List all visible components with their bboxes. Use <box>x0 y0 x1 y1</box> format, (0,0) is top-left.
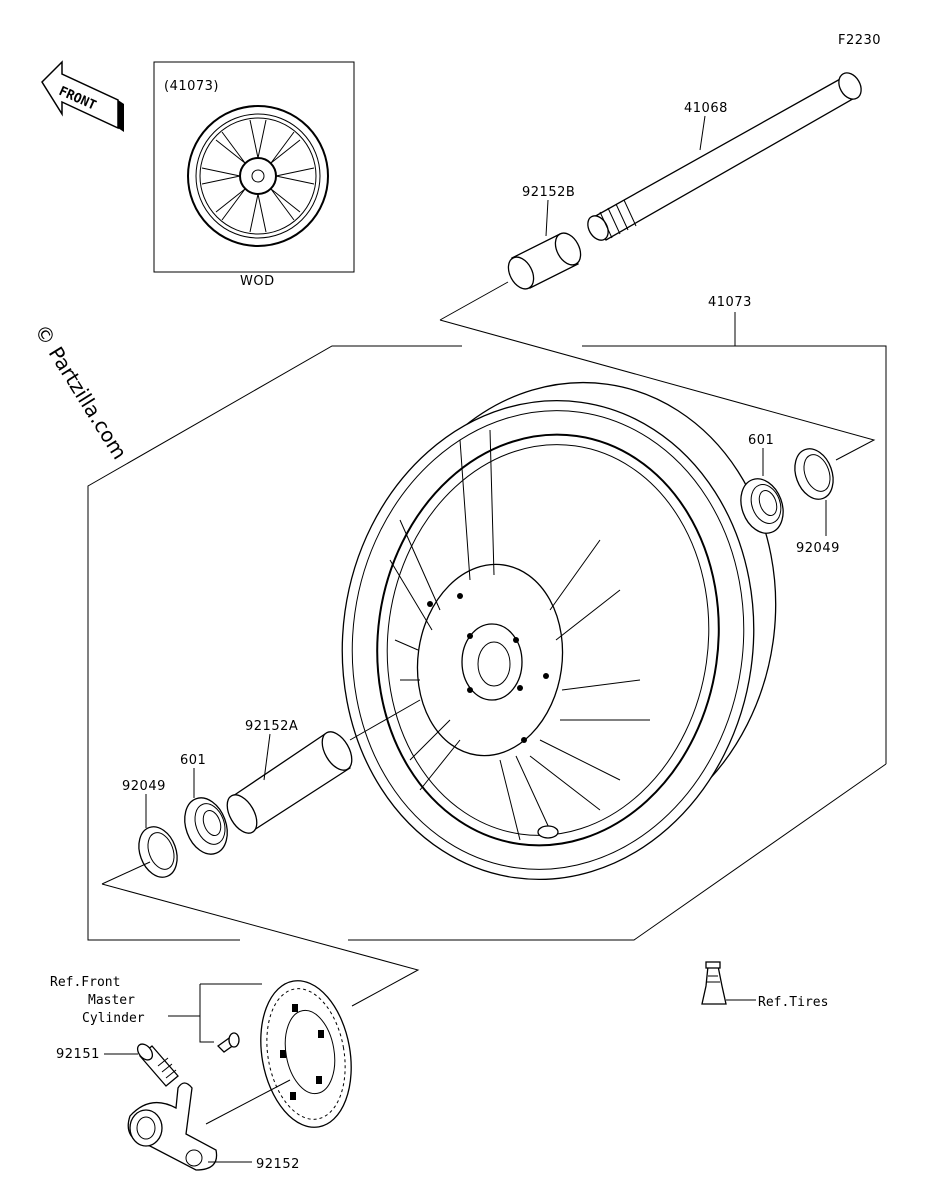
callout-seal-left: 92049 <box>122 779 166 794</box>
inset-box: (41073) WOD <box>153 61 355 289</box>
inset-caption: WOD <box>240 274 275 289</box>
collar-a-part <box>226 731 353 834</box>
inset-ref: (41073) <box>164 79 219 94</box>
bearing-right-part <box>740 478 784 534</box>
collar-b-part <box>507 232 582 290</box>
ref-master-line2: Master <box>88 993 135 1008</box>
seal-right-part <box>794 448 834 500</box>
valve-part <box>701 961 727 1005</box>
callout-bracket: 92152 <box>256 1157 300 1172</box>
callout-bearing-right: 601 <box>748 433 774 448</box>
bracket-part <box>127 1082 218 1171</box>
front-arrow-icon: FRONT <box>41 60 124 132</box>
wheel-part <box>341 381 777 881</box>
callout-collar-b: 92152B <box>522 185 575 200</box>
callout-collar-a: 92152A <box>245 719 298 734</box>
seal-left-part <box>138 826 178 878</box>
figure-code: F2230 <box>838 33 881 48</box>
watermark: © Partzilla.com <box>30 320 132 464</box>
axle-part <box>587 72 862 241</box>
ref-master-line1: Ref.Front <box>50 975 120 990</box>
callout-bearing-left: 601 <box>180 753 206 768</box>
callout-seal-right: 92049 <box>796 541 840 556</box>
ref-tires: Ref.Tires <box>758 995 828 1010</box>
callout-axle: 41068 <box>684 101 728 116</box>
ref-master-line3: Cylinder <box>82 1011 145 1026</box>
tone-ring-part <box>260 980 352 1128</box>
callout-wheel: 41073 <box>708 295 752 310</box>
screw-part <box>216 1032 240 1053</box>
bolt-part <box>136 1043 179 1087</box>
inset-wheel-icon <box>187 105 329 247</box>
callout-bolt: 92151 <box>56 1047 100 1062</box>
bearing-left-part <box>184 797 228 855</box>
